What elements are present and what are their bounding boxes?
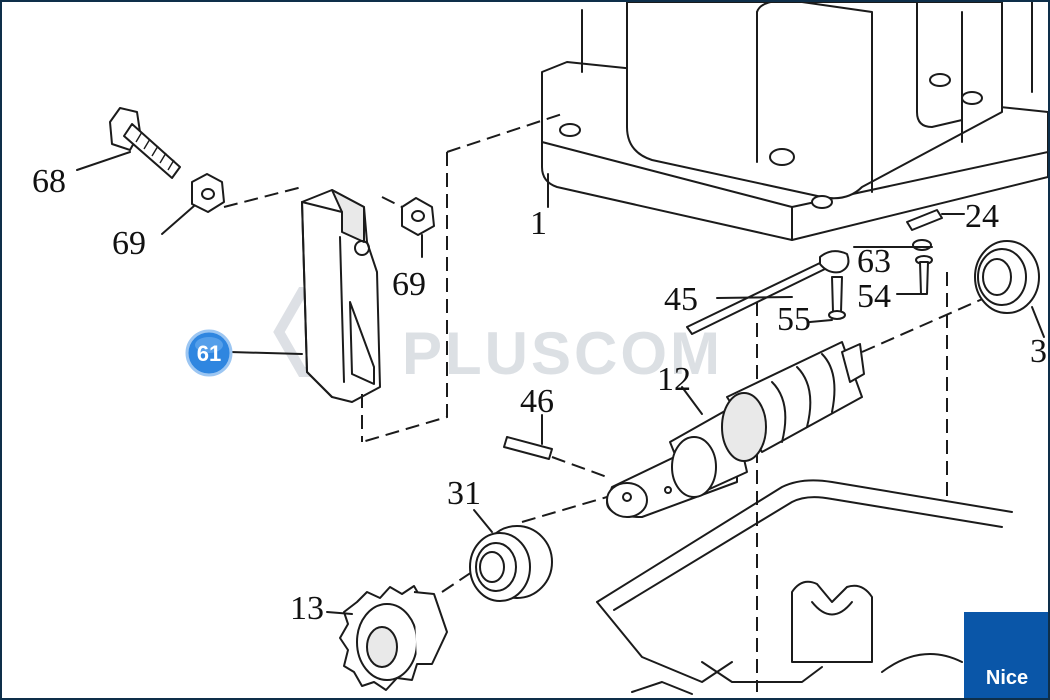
bearing-31: [469, 509, 553, 602]
callout-46: 46: [520, 383, 554, 420]
callout-54: 54: [857, 278, 891, 315]
callout-1: 1: [530, 205, 547, 242]
assembly-guides: [223, 113, 988, 692]
nut-69-right: [401, 197, 435, 258]
brand-logo-box: [964, 612, 1048, 698]
part-61-badge[interactable]: 61: [185, 329, 233, 377]
callout-55: 55: [777, 301, 811, 338]
callout-31: 31: [447, 475, 481, 512]
callout-13: 13: [290, 590, 324, 627]
pin-24: [906, 209, 965, 231]
worm-shaft-12: [606, 341, 865, 518]
callout-45: 45: [664, 281, 698, 318]
callout-3: 3: [1030, 333, 1047, 370]
watermark: PLUSCOM: [273, 287, 723, 387]
washer-63: [853, 239, 933, 251]
bracket-61: [301, 189, 381, 403]
callout-12: 12: [657, 361, 691, 398]
callout-24: 24: [965, 198, 999, 235]
leader-61: [229, 351, 303, 355]
callout-63: 63: [857, 243, 891, 280]
callout-68: 68: [32, 163, 66, 200]
screw-54: [896, 255, 933, 295]
bearing-3: [974, 240, 1045, 338]
gear-13: [326, 585, 448, 691]
dowel-pin-46: [503, 414, 553, 460]
callout-69-right: 69: [392, 266, 426, 303]
badge-label: 61: [197, 341, 221, 366]
callout-69-left: 69: [112, 225, 146, 262]
watermark-text: PLUSCOM: [402, 320, 723, 387]
nut-69-left: [161, 173, 225, 235]
brand-logo-text: Nice: [986, 667, 1028, 689]
bolt-68: [76, 107, 181, 179]
screw-55: [809, 276, 846, 323]
cable-tie-45: [686, 250, 850, 335]
brand-corner: Nice: [964, 612, 1048, 698]
gearbox-housing: [541, 2, 1048, 241]
base-casing: [596, 479, 1013, 695]
